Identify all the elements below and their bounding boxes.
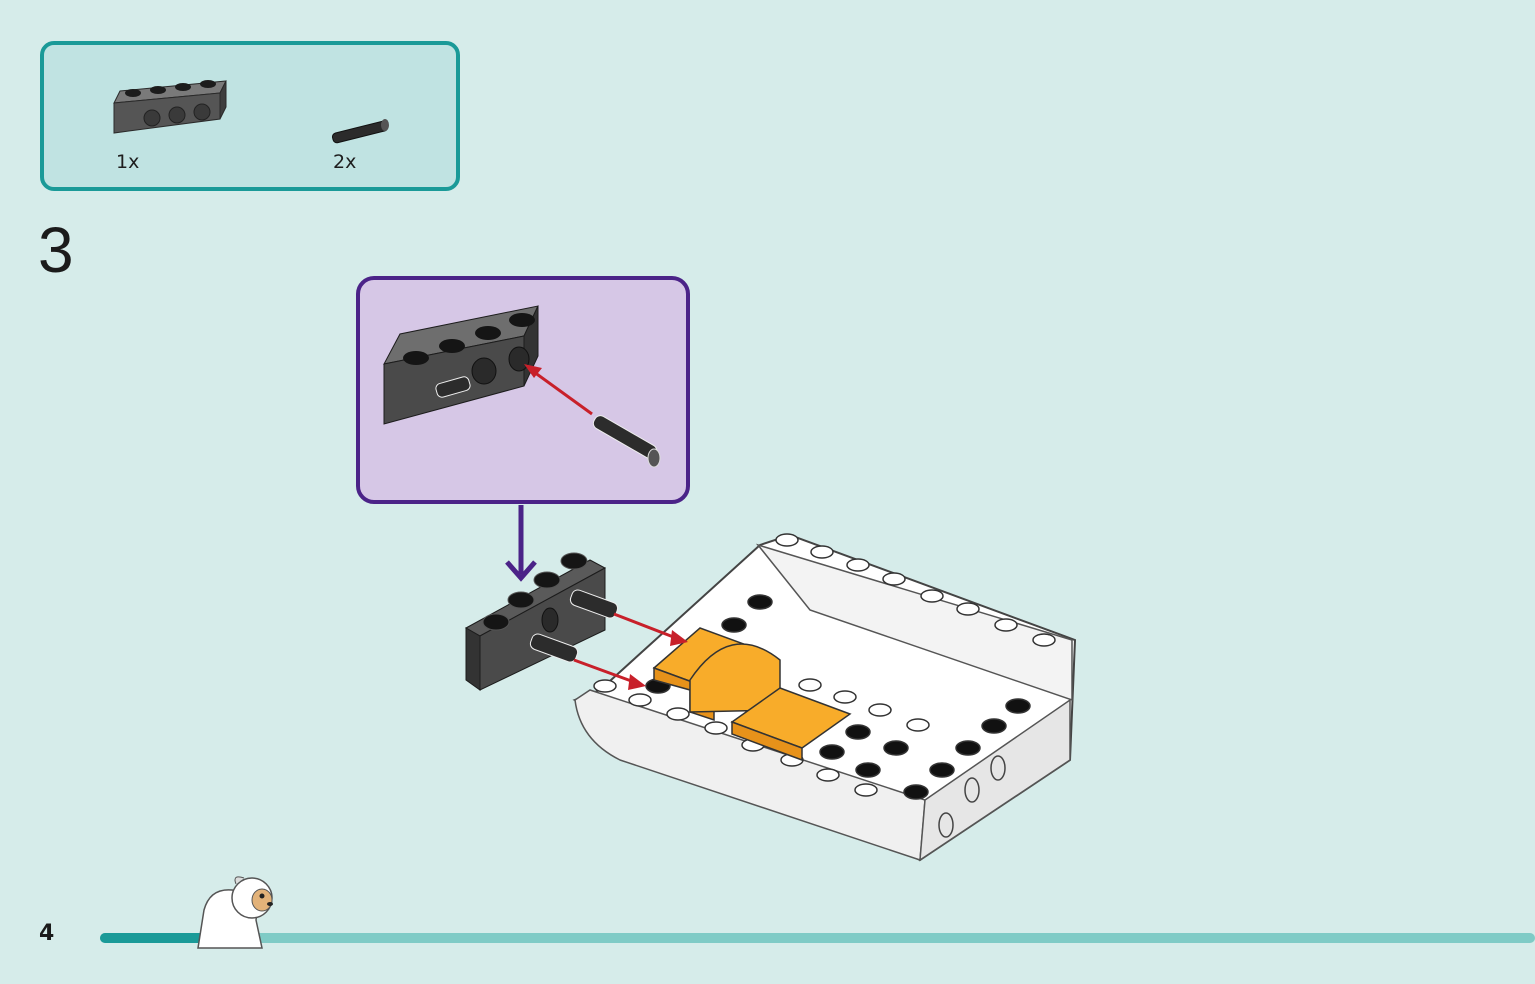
page-number: 4: [39, 921, 55, 946]
callout-brick-icon: [383, 305, 539, 425]
callout-connector-arrow: [505, 505, 537, 582]
technic-brick-icon: [113, 80, 227, 134]
parts-list-art: [113, 80, 389, 144]
puppy-mascot-icon: [197, 876, 273, 949]
part-count-brick: 1x: [116, 151, 140, 173]
insert-arrow-callout: [524, 364, 593, 416]
callout-art: [383, 305, 661, 468]
technic-brick-with-pins: [464, 552, 619, 691]
technic-pin-icon: [331, 119, 389, 144]
insert-arrows-main: [573, 612, 688, 690]
step-number: 3: [38, 214, 74, 286]
parts-list-box: 1x 2x: [40, 41, 460, 191]
white-hull-assembly: [572, 533, 1077, 862]
orange-seat-pieces: [652, 627, 852, 762]
sub-assembly-callout: [356, 276, 690, 504]
part-count-pin: 2x: [333, 151, 357, 173]
callout-pin-icon: [592, 415, 661, 468]
progress-bar: [100, 933, 1535, 943]
